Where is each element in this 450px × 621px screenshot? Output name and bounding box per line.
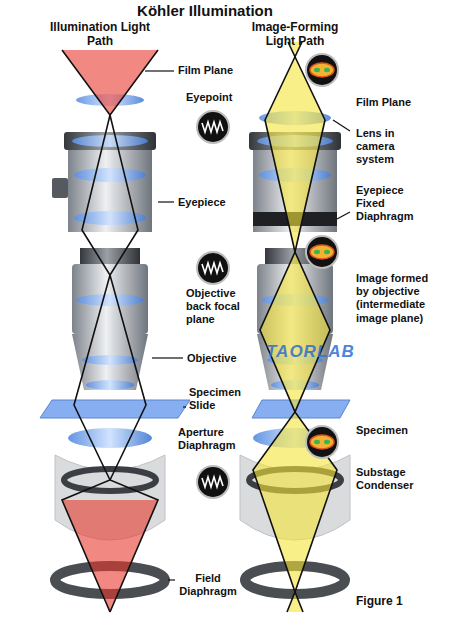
icon-spot	[314, 250, 320, 254]
caption: Figure 1	[356, 594, 436, 608]
part-label: Eyepoint	[186, 91, 246, 104]
column-heading: Illumination Light Path	[45, 20, 155, 49]
icon-disc	[197, 111, 229, 143]
leader-line	[158, 201, 174, 202]
image-icon	[306, 236, 338, 268]
eyepiece-cap	[64, 132, 156, 150]
icon-zigzag	[202, 263, 223, 273]
lens	[74, 168, 146, 182]
part-label: Film Plane	[356, 96, 444, 109]
icon-zigzag	[202, 477, 223, 487]
lens	[72, 135, 148, 147]
part-label: Specimen	[356, 424, 444, 437]
aperture-icon	[197, 466, 229, 498]
image-icon	[306, 54, 338, 86]
column-heading: Image-Forming Light Path	[240, 20, 350, 49]
icon-disc	[306, 236, 338, 268]
icon-spot	[324, 440, 330, 444]
icon-spot	[314, 68, 320, 72]
objective-tip	[72, 334, 148, 390]
lens	[86, 380, 134, 390]
light-ray	[253, 42, 302, 612]
leader-line	[152, 357, 183, 358]
icon-specimen	[310, 245, 334, 259]
leader-line	[145, 70, 174, 71]
part-label: Eyepiece	[178, 196, 240, 209]
eyepiece-body	[68, 150, 152, 232]
icon-disc	[306, 54, 338, 86]
part-label: Field Diaphragm	[178, 572, 238, 598]
part-label: Objective	[187, 352, 245, 365]
part-label: Substage Condenser	[356, 466, 436, 492]
leader-line	[337, 212, 350, 219]
part-label: Eyepiece Fixed Diaphragm	[356, 184, 424, 224]
icon-spot	[324, 68, 330, 72]
illumination-cone	[62, 50, 158, 115]
light-ray	[62, 50, 158, 612]
image-icon	[306, 426, 338, 458]
part-label: Aperture Diaphragm	[178, 426, 238, 452]
condenser-lens	[68, 428, 152, 448]
eyepiece-knob	[52, 178, 68, 198]
specimen-slide	[252, 400, 350, 418]
part-label: Lens in camera system	[356, 127, 434, 167]
leader-line	[168, 579, 175, 580]
icon-disc	[197, 252, 229, 284]
icon-disc	[197, 466, 229, 498]
illumination-cone	[62, 500, 158, 612]
image-cone	[253, 42, 337, 612]
part-label: Objective back focal plane	[186, 287, 244, 327]
part-label: Film Plane	[178, 64, 244, 77]
aperture-icon	[197, 252, 229, 284]
icon-specimen	[310, 63, 334, 77]
watermark: TAORLAB	[266, 342, 376, 362]
specimen-slide	[40, 400, 190, 418]
part-label: Image formed by objective (intermediate …	[356, 272, 444, 325]
part-label: Specimen Slide	[189, 386, 244, 412]
lens	[82, 355, 138, 365]
light-ray	[62, 50, 158, 612]
icon-disc	[306, 426, 338, 458]
icon-zigzag	[202, 122, 223, 132]
aperture-icon	[197, 111, 229, 143]
leader-line	[183, 406, 186, 407]
title: Köhler Illumination	[100, 2, 310, 20]
icon-spot	[324, 250, 330, 254]
icon-spot	[314, 440, 320, 444]
icon-specimen	[310, 435, 334, 449]
objective-thread	[80, 248, 140, 264]
lens	[76, 294, 144, 306]
leader-line	[333, 120, 350, 131]
light-ray	[288, 42, 337, 612]
